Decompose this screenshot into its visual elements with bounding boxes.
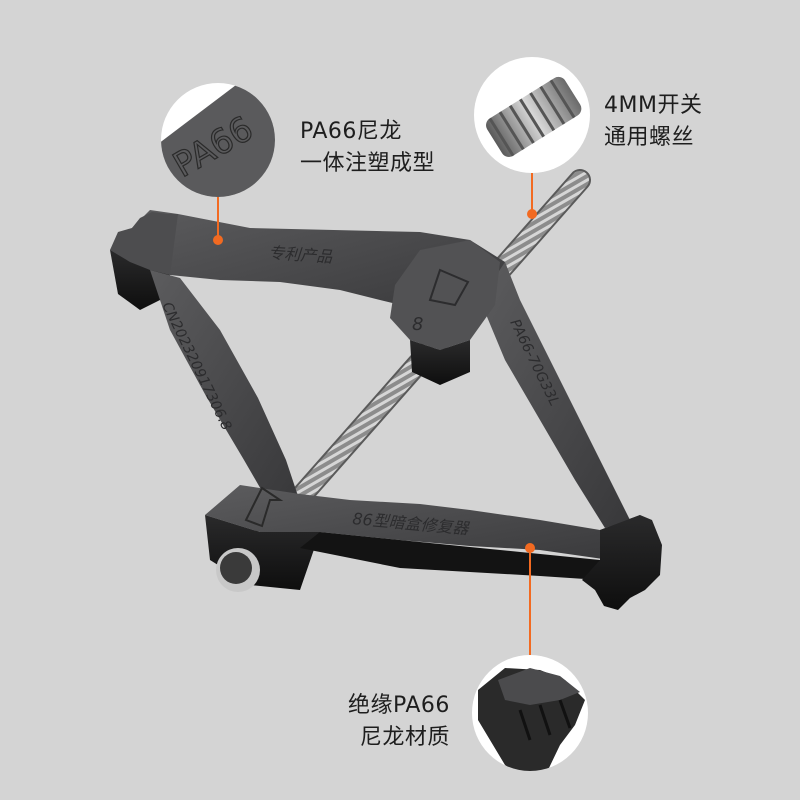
- callout-label-line: 4MM开关: [604, 93, 703, 118]
- callout-jaw-zoom: [472, 543, 588, 771]
- embossed-text: 专利产品: [268, 243, 334, 266]
- callout-label-line: 通用螺丝: [604, 125, 695, 150]
- callout-label-insulation: 绝缘PA66 尼龙材质: [348, 690, 450, 754]
- leader-dot: [525, 543, 535, 553]
- callout-label-line: PA66尼龙: [300, 119, 402, 144]
- callout-material-zoom: PA66: [161, 83, 275, 245]
- embossed-text: 8: [412, 314, 423, 335]
- callout-label-line: 一体注塑成型: [300, 151, 436, 176]
- callout-label-material: PA66尼龙 一体注塑成型: [300, 116, 435, 180]
- leader-dot: [527, 209, 537, 219]
- callout-label-line: 尼龙材质: [359, 725, 450, 750]
- arrow-up-icon: [244, 486, 284, 528]
- callout-screw-zoom: [474, 57, 590, 219]
- recycle-icon: [428, 268, 470, 307]
- callout-label-screw: 4MM开关 通用螺丝: [604, 90, 702, 154]
- repair-tool-body: [110, 210, 662, 610]
- callout-label-line: 绝缘PA66: [348, 693, 450, 718]
- leader-dot: [213, 235, 223, 245]
